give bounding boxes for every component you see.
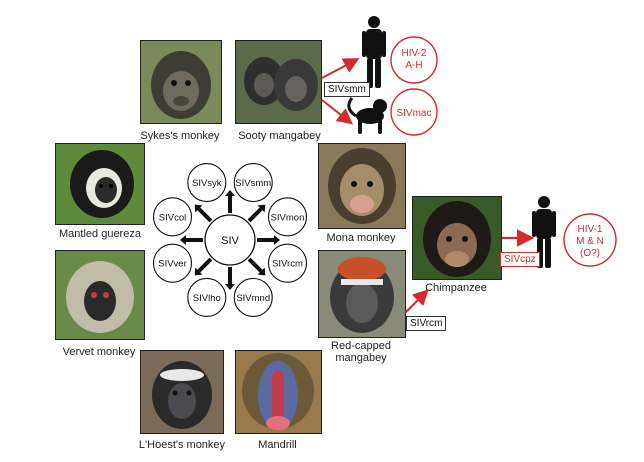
lhoest-monkey-photo (140, 350, 224, 434)
radial-arrow (247, 257, 266, 276)
mona-monkey-photo (318, 143, 406, 229)
mandrill-caption: Mandrill (258, 439, 297, 451)
mantled-guereza-photo (55, 143, 145, 225)
hiv1-label-line1: HIV-1 (577, 224, 602, 235)
arrow-to-human-hiv2 (321, 58, 360, 79)
ring-node-label-sivsyk: SIVsyk (192, 178, 222, 189)
chimpanzee-photo (412, 196, 502, 280)
lhoest-monkey-caption: L'Hoest's monkey (138, 439, 226, 451)
ring-node-circle-sivsmm (233, 162, 273, 203)
siv-center-label: SIV (221, 235, 239, 247)
sivmac-circle (390, 88, 438, 136)
radial-arrow (257, 235, 280, 245)
hiv2-circle (390, 36, 438, 84)
sykes-monkey-caption: Sykes's monkey (140, 130, 220, 142)
ring-node-label-sivver: SIVver (158, 259, 187, 270)
ring-node-circle-sivcol (152, 197, 193, 237)
ring-node-label-sivcol: SIVcol (159, 212, 186, 223)
vervet-monkey-photo (55, 250, 145, 340)
sivcpz-box-label: SIVcpz (500, 252, 540, 267)
arrow-to-macaque (321, 99, 354, 125)
ring-node-circle-sivrcm (267, 243, 308, 283)
radial-arrow (225, 267, 235, 290)
radial-arrow (180, 235, 203, 245)
hiv2-label-line2: A-H (405, 60, 422, 71)
ring-node-circle-sivmon (267, 197, 308, 237)
radial-arrow (225, 190, 235, 213)
chimpanzee-caption: Chimpanzee (425, 282, 487, 294)
ring-node-label-sivsmm: SIVsmm (235, 178, 271, 189)
siv-center-circle (204, 214, 256, 266)
human-silhouette-icon (362, 16, 386, 88)
hiv1-label-line2: M & N (576, 236, 604, 247)
ring-node-circle-sivmnd (233, 277, 273, 318)
ring-node-circle-sivsyk (187, 162, 227, 203)
ring-arrows (180, 190, 280, 290)
ring-node-label-sivmnd: SIVmnd (236, 293, 270, 304)
mandrill-photo (235, 350, 322, 434)
human-silhouette-2-icon (532, 196, 556, 268)
vervet-monkey-caption: Vervet monkey (62, 346, 136, 358)
ring-node-label-sivmon: SIVmon (271, 212, 305, 223)
hiv1-label-line3: (O?) (580, 248, 600, 259)
ring-node-circle-sivlho (187, 277, 227, 318)
sooty-mangabey-photo (235, 40, 322, 124)
sykes-monkey-photo (140, 40, 222, 124)
macaque-silhouette-icon (347, 97, 387, 134)
red-capped-mangabey-photo (318, 250, 406, 338)
ring-node-label-sivrcm: SIVrcm (272, 259, 303, 270)
radial-arrow (247, 204, 266, 223)
arrow-to-chimpanzee (405, 289, 429, 313)
sivmac-label: SIVmac (396, 108, 431, 119)
sivrcm-box-label: SIVrcm (406, 316, 447, 331)
ring-node-label-sivlho: SIVlho (193, 293, 221, 304)
sivsmm-box-label: SIVsmm (324, 82, 370, 97)
mantled-guereza-caption: Mantled guereza (59, 228, 141, 240)
sooty-mangabey-caption: Sooty mangabey (238, 130, 321, 142)
radial-arrow (194, 204, 213, 223)
radial-arrow (194, 257, 213, 276)
mona-monkey-caption: Mona monkey (326, 232, 396, 244)
hiv1-circle (563, 213, 617, 267)
ring-node-circle-sivver (152, 243, 193, 283)
hiv2-label-line1: HIV-2 (401, 48, 426, 59)
red-capped-mangabey-caption: Red-capped mangabey (331, 340, 391, 364)
